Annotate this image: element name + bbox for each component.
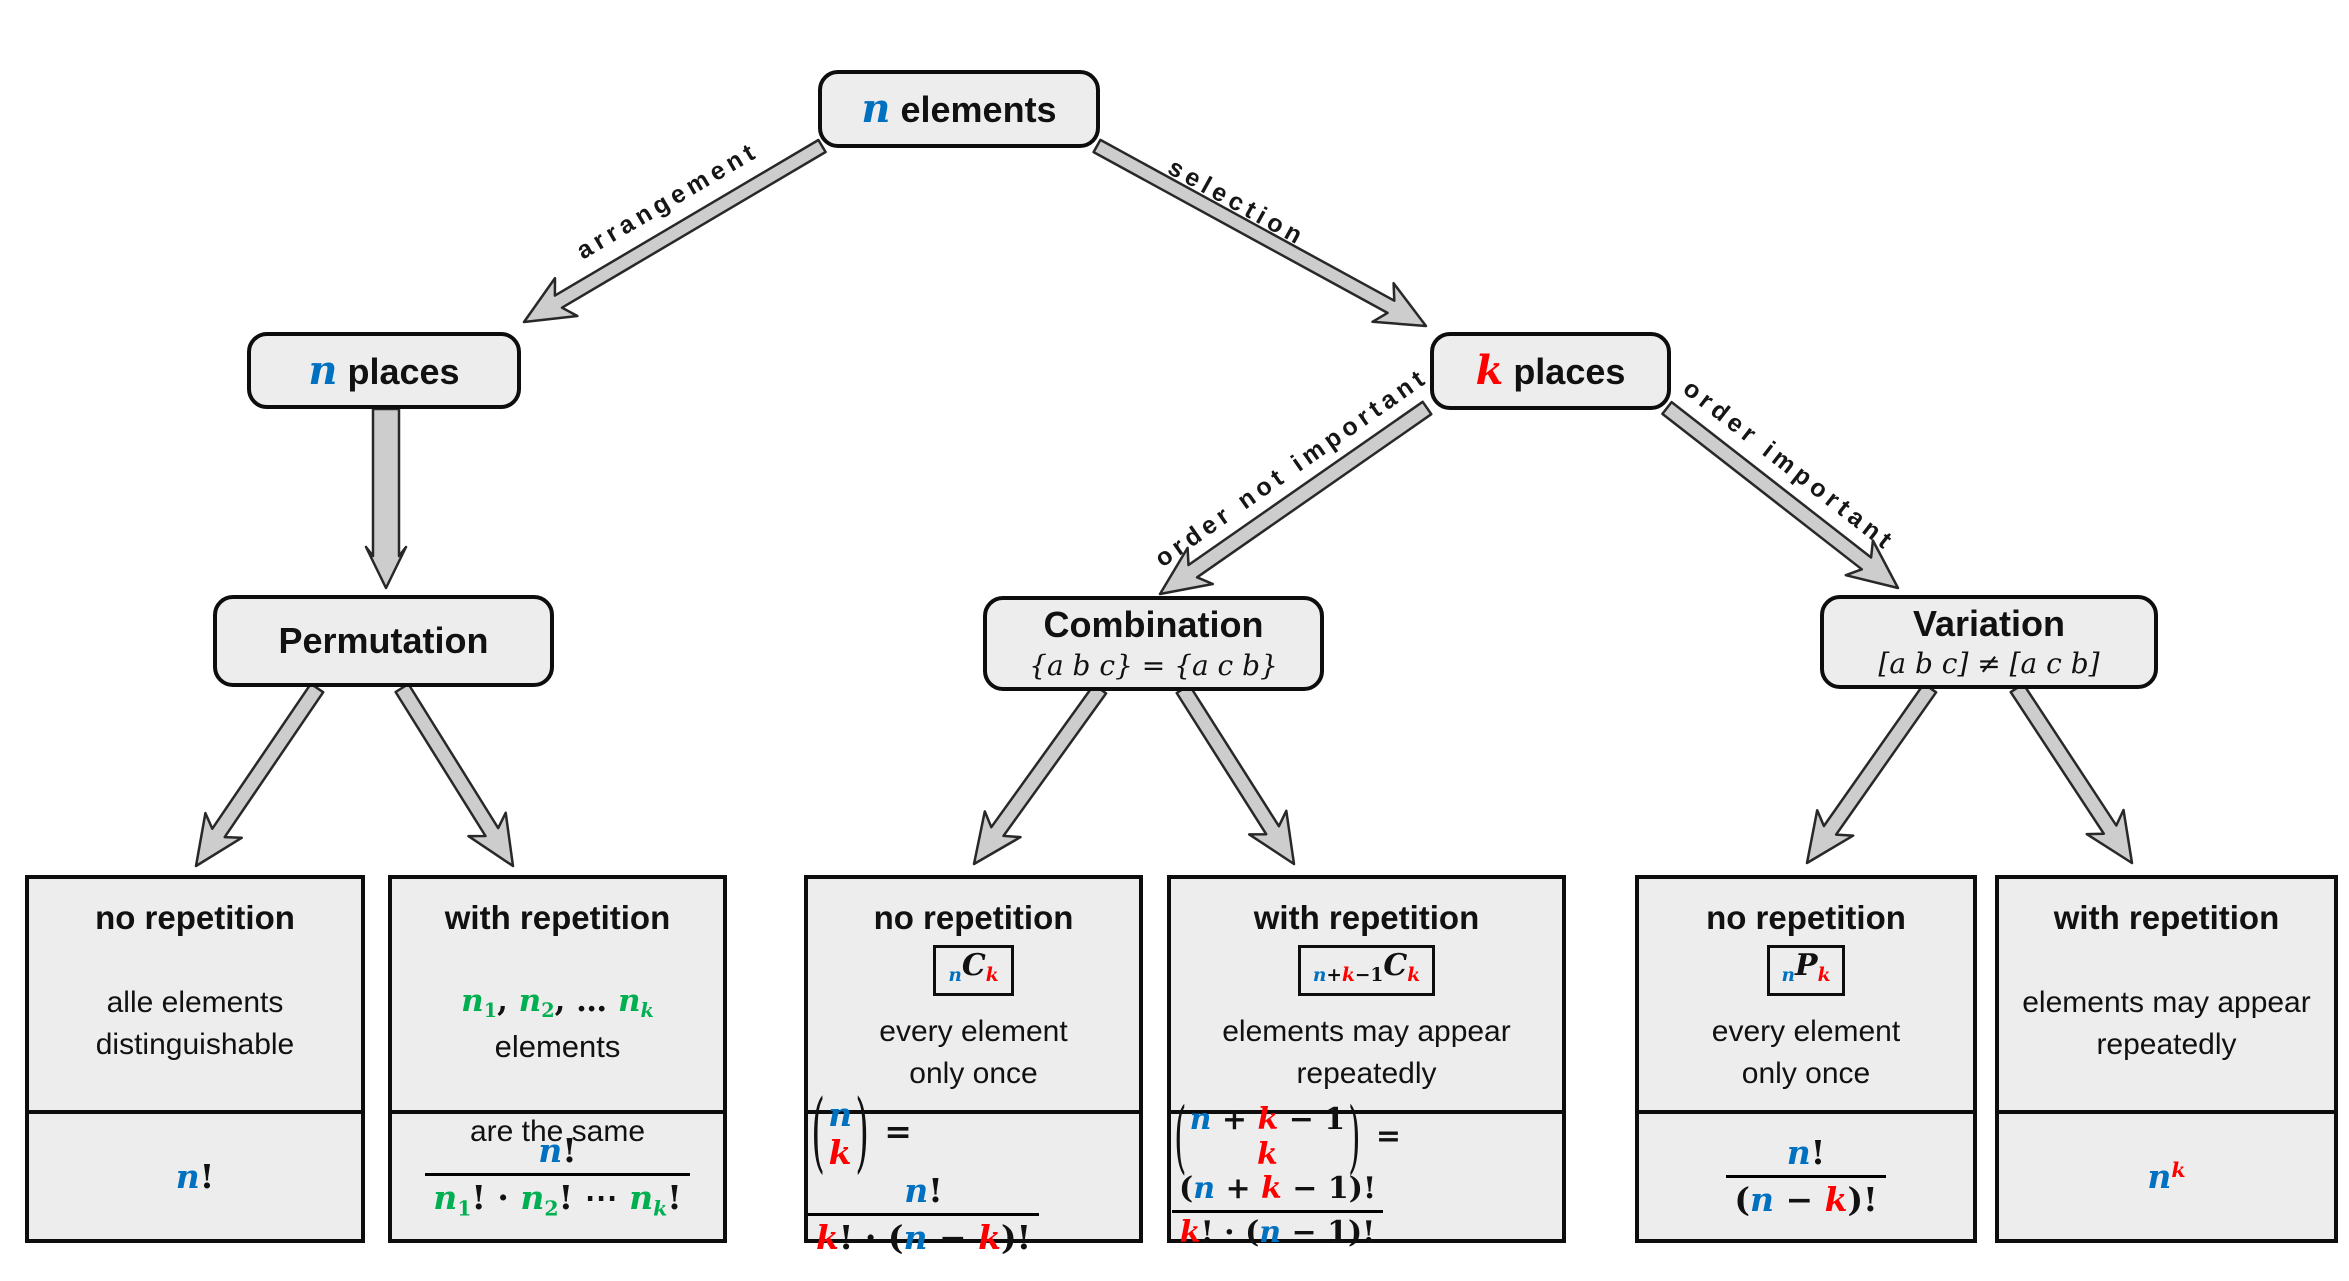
arrow-connector [194,682,325,868]
leaf-title: with repetition [444,899,671,936]
leaf-description-area: with repetition elements may appear repe… [1999,879,2334,1110]
leaf-title: no repetition [1706,899,1906,936]
arrow-connector [1092,138,1428,328]
formula-n-power-k: nk [2147,1156,2186,1196]
node-variation: Variation [a b c] ≠ [a c b] [1820,595,2158,689]
formula-falling-factorial: n!(n − k)! [1726,1134,1886,1219]
node-combination-label: Combination [1043,604,1264,646]
node-permutation-label: Permutation [278,620,489,662]
node-n-elements: n elements [818,70,1100,148]
arrow-connector [394,682,515,868]
formula-multiset-permutation: n!n1! · n2! ⋯ nk! [425,1132,690,1221]
node-permutation: Permutation [213,595,554,687]
arrow-connector [522,138,827,324]
formula-n-factorial: n! [175,1156,215,1196]
arrow-connector [2009,682,2134,865]
node-n-places-label: n places [308,346,460,394]
leaf-permutation-with-repetition: with repetition n1, n2, … nk elements ar… [388,875,727,1243]
leaf-title: no repetition [873,899,1074,936]
node-variation-subtitle: [a b c] ≠ [a c b] [1878,647,2100,681]
leaf-description-area: no repetition nPk every element only onc… [1639,879,1973,1110]
node-n-elements-label: n elements [861,85,1057,132]
leaf-variation-with-repetition: with repetition elements may appear repe… [1995,875,2338,1243]
node-k-places-label: k places [1475,347,1626,394]
leaf-description-area: no repetition alle elements distinguisha… [29,879,361,1110]
leaf-description-area: no repetition nCk every element only onc… [808,879,1139,1110]
leaf-description: elements may appear repeatedly [2022,985,2311,1061]
leaf-description: every element only once [879,1015,1068,1091]
leaf-formula-area: n! [29,1110,361,1239]
leaf-title: with repetition [2053,899,2280,936]
leaf-formula-area: nk [1999,1110,2334,1239]
arrow-connector [1158,400,1433,596]
leaf-permutation-no-repetition: no repetition alle elements distinguisha… [25,875,365,1243]
symbol-badge-n-plus-k-minus-1-Ck: n+k−1Ck [1297,945,1436,997]
leaf-description: n1, n2, … nk elements are the same [461,983,654,1149]
leaf-title: no repetition [95,899,295,936]
arrow-connector [364,407,408,590]
node-combination: Combination {a b c} = {a c b} [983,596,1324,691]
arrow-connector [1805,682,1938,865]
arrow-connector [1175,683,1296,866]
leaf-formula-area: n!n1! · n2! ⋯ nk! [392,1110,723,1239]
symbol-badge-nPk: nPk [1766,945,1846,997]
arrow-connector [1661,400,1900,590]
leaf-description: alle elements distinguishable [95,985,295,1061]
leaf-description-area: with repetition n+k−1Ck elements may app… [1171,879,1562,1110]
leaf-variation-no-repetition: no repetition nPk every element only onc… [1635,875,1977,1243]
node-variation-label: Variation [1912,602,2066,644]
arrow-connector [972,683,1108,866]
leaf-combination-with-repetition: with repetition n+k−1Ck elements may app… [1167,875,1566,1249]
leaf-description: elements may appear repeatedly [1222,1015,1511,1091]
leaf-description: every element only once [1711,1015,1901,1091]
node-combination-subtitle: {a b c} = {a c b} [1029,648,1278,682]
leaf-formula-area: n!(n − k)! [1639,1110,1973,1239]
leaf-combination-no-repetition: no repetition nCk every element only onc… [804,875,1143,1256]
leaf-description-area: with repetition n1, n2, … nk elements ar… [392,879,723,1148]
symbol-badge-nCk: nCk [933,945,1014,997]
node-n-places: n places [247,332,521,409]
leaf-title: with repetition [1253,899,1480,936]
node-k-places: k places [1430,332,1671,410]
